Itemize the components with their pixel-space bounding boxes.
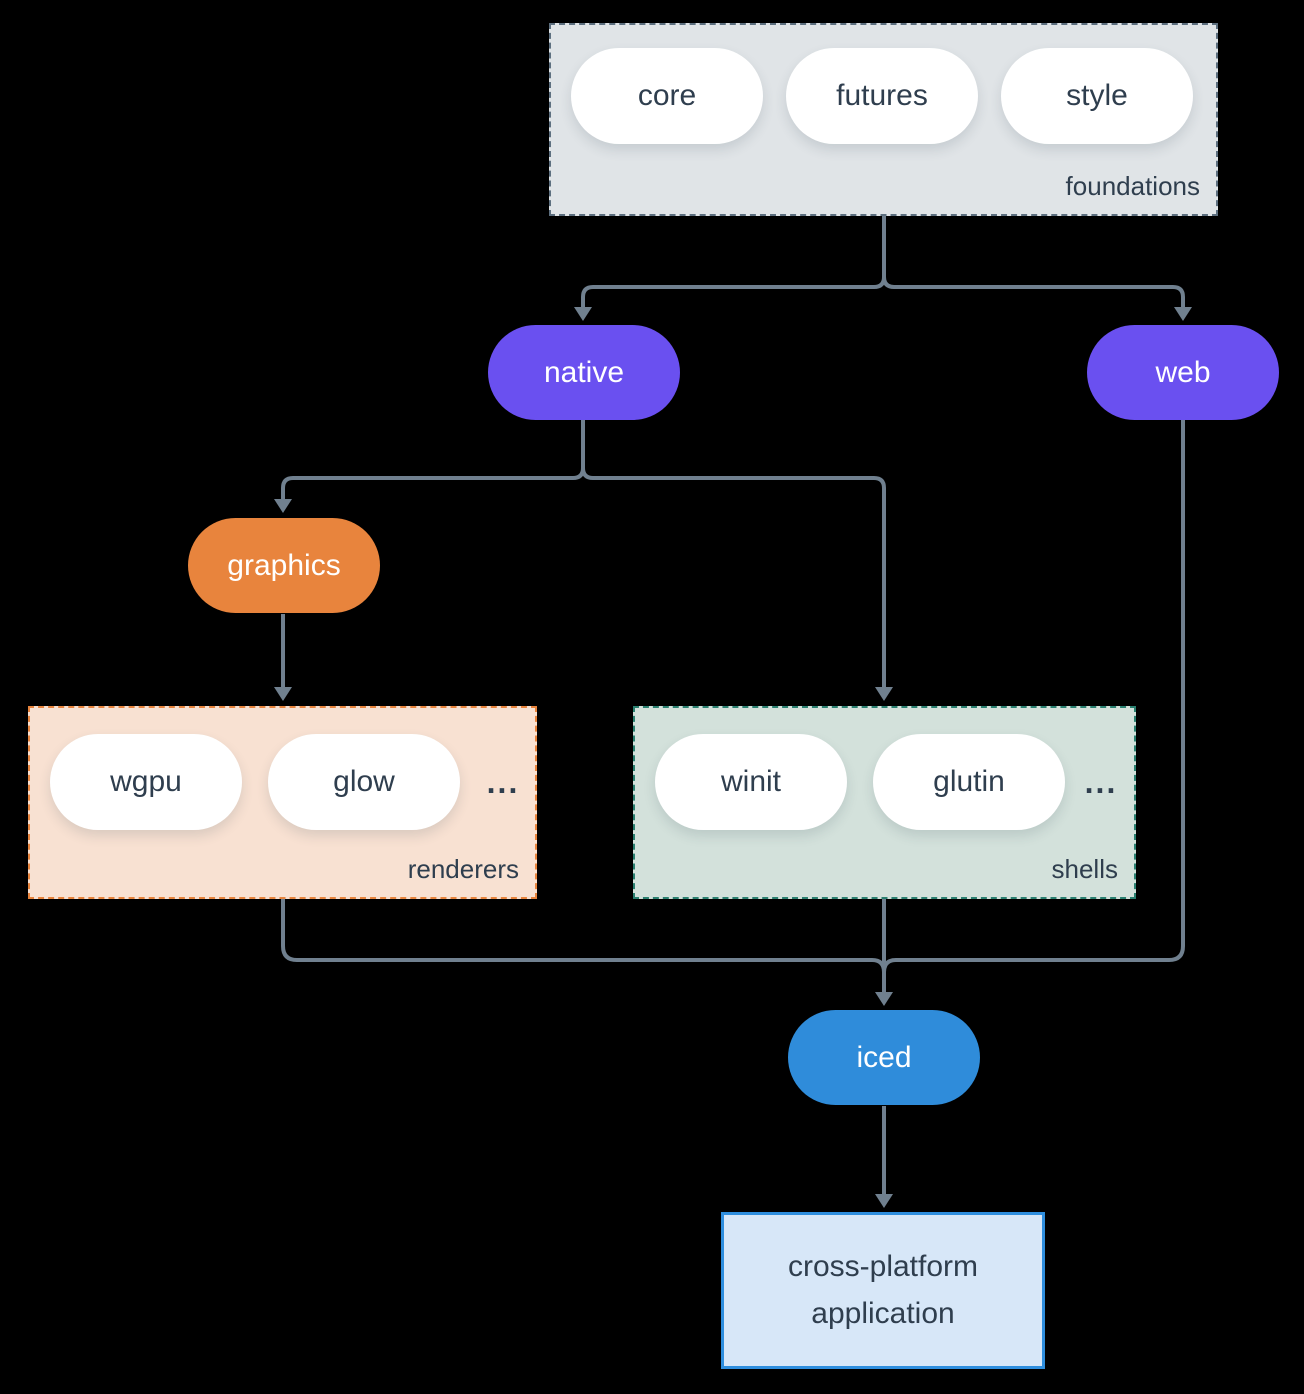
arrowhead-renderers [274, 687, 292, 701]
group-foundations-label: foundations [1065, 171, 1200, 201]
node-web-label: web [1155, 355, 1211, 389]
node-glow-label: glow [333, 765, 395, 798]
node-glutin: glutin [873, 734, 1065, 830]
arrowhead-native [574, 307, 592, 321]
node-futures: futures [786, 48, 978, 144]
node-iced: iced [788, 1010, 980, 1105]
group-renderers-label: renderers [407, 854, 519, 884]
node-web: web [1087, 325, 1279, 420]
edge-native-graphics [281, 420, 585, 500]
arrowhead-graphics [274, 499, 292, 513]
edge-foundations-web [882, 215, 1185, 308]
arrowhead-application [875, 1194, 893, 1208]
node-winit-label: winit [720, 765, 781, 798]
arrowhead-iced [875, 992, 893, 1006]
edge-renderers-iced [281, 899, 886, 973]
group-renderers: wgpu glow ... renderers [28, 706, 537, 899]
node-style-label: style [1066, 79, 1128, 112]
node-futures-label: futures [836, 79, 928, 112]
node-wgpu-label: wgpu [110, 765, 182, 798]
node-core: core [571, 48, 763, 144]
node-core-label: core [637, 79, 697, 112]
node-glow: glow [268, 734, 460, 830]
group-shells: winit glutin ... shells [633, 706, 1136, 899]
group-shells-label: shells [1051, 854, 1118, 884]
node-cross-platform-application: cross-platform application [721, 1212, 1045, 1369]
node-graphics: graphics [188, 518, 380, 613]
node-graphics-label: graphics [227, 548, 341, 582]
edge-native-shells [581, 420, 886, 688]
arrowhead-shells [875, 687, 893, 701]
renderers-more-indicator: ... [486, 763, 520, 800]
node-glutin-label: glutin [933, 765, 1005, 798]
node-wgpu: wgpu [50, 734, 242, 830]
node-native: native [488, 325, 680, 420]
node-style: style [1001, 48, 1193, 144]
node-winit: winit [655, 734, 847, 830]
node-native-label: native [543, 355, 625, 389]
edge-foundations-native [581, 215, 886, 308]
node-cross-platform-application-label: cross-platform application [787, 1250, 979, 1330]
shells-more-indicator: ... [1084, 763, 1118, 800]
group-foundations: core futures style foundations [549, 23, 1218, 216]
node-iced-label: iced [856, 1040, 912, 1074]
arrowhead-web [1174, 307, 1192, 321]
